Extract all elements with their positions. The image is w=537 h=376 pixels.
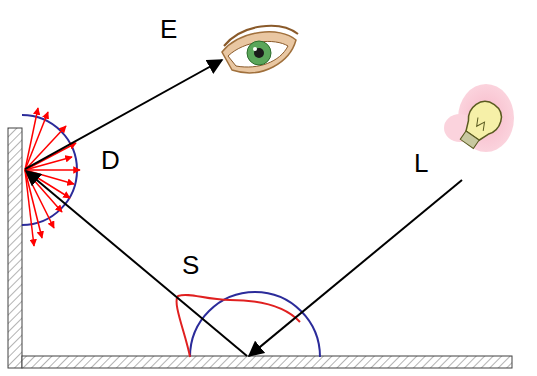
point-label: D	[101, 147, 120, 173]
floor	[22, 356, 512, 368]
point-label: L	[414, 150, 428, 176]
eye-ray	[25, 60, 222, 169]
point-label: E	[160, 16, 177, 42]
light-ray	[249, 180, 462, 356]
wall	[8, 128, 22, 368]
light-bulb-icon	[444, 84, 514, 153]
reflected-ray	[26, 171, 247, 356]
point-label: S	[182, 252, 199, 278]
eye-icon	[222, 26, 298, 73]
